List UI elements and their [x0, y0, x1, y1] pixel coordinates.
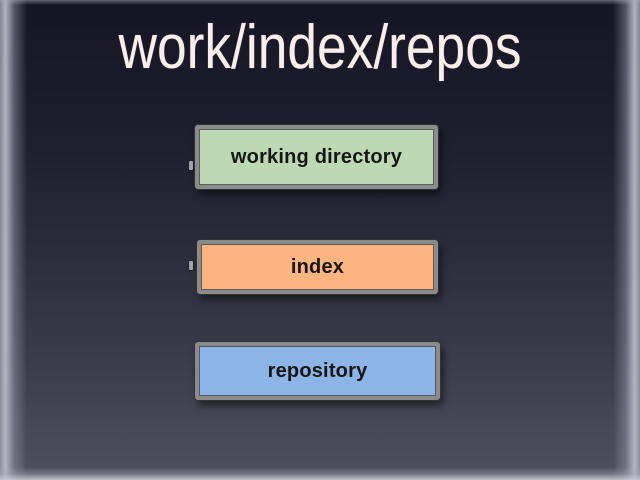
slide-frame-top-glow — [0, 0, 640, 5]
box-working-directory: working directory — [195, 125, 438, 189]
slide-frame-right-glow — [613, 0, 640, 480]
slide-frame-left-glow — [0, 0, 27, 480]
connector-stub-working-directory — [189, 161, 193, 170]
box-index-label: index — [290, 255, 345, 278]
box-index: index — [197, 240, 438, 294]
box-working-directory-label: working directory — [230, 145, 403, 168]
slide-frame-bottom-glow — [0, 467, 640, 480]
box-repository-label: repository — [267, 359, 368, 382]
slide-title: work/index/repos — [118, 13, 522, 82]
box-repository: repository — [195, 342, 440, 400]
connector-stub-index — [189, 261, 193, 270]
